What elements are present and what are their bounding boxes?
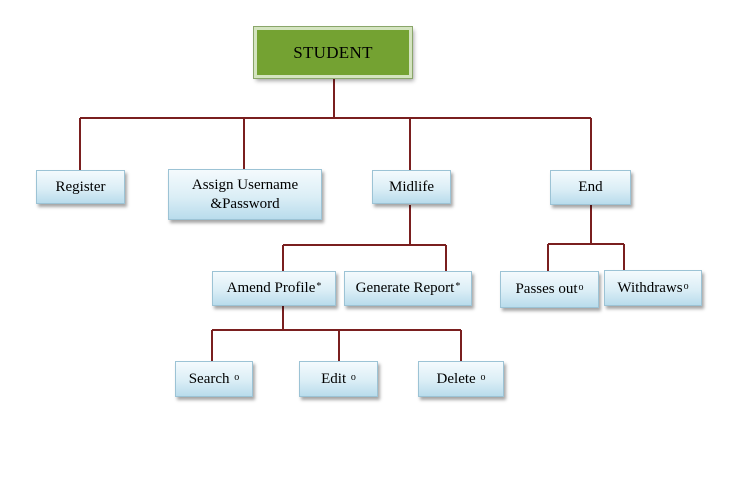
node-generate-report: Generate Report* xyxy=(344,271,472,306)
node-label: Search xyxy=(188,370,230,387)
node-label: End xyxy=(578,179,603,195)
node-edit: Edit o xyxy=(299,361,378,397)
node-mark: * xyxy=(455,281,461,292)
node-label: Midlife xyxy=(389,178,434,195)
node-label: Passes out xyxy=(515,281,578,297)
node-mark: o xyxy=(578,282,584,293)
root-label: STUDENT xyxy=(293,42,373,62)
node-register: Register xyxy=(36,170,125,204)
node-label: Delete xyxy=(436,370,476,387)
node-mark: o xyxy=(350,371,356,383)
node-label: Withdraws xyxy=(617,279,683,296)
node-label: Edit xyxy=(321,370,347,387)
node-search: Search o xyxy=(175,361,253,397)
node-midlife: Midlife xyxy=(372,170,451,204)
node-mark: o xyxy=(234,371,240,383)
node-delete: Delete o xyxy=(418,361,504,397)
node-assign-username-password: Assign Username &Password xyxy=(168,169,322,220)
node-end: End xyxy=(550,170,631,205)
node-amend-profile: Amend Profile* xyxy=(212,271,336,306)
node-mark: o xyxy=(480,371,486,383)
node-label: Amend Profile xyxy=(226,280,316,296)
node-mark: * xyxy=(316,281,322,292)
node-label: Assign Username &Password xyxy=(191,176,299,212)
root-node-student: STUDENT xyxy=(253,26,413,79)
node-label: Register xyxy=(55,178,106,195)
node-mark: o xyxy=(683,280,689,292)
node-label: Generate Report xyxy=(355,280,455,296)
